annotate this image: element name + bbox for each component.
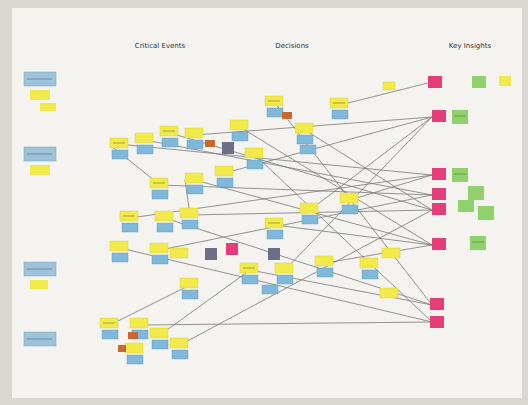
column-heading: Key Insights <box>447 42 493 50</box>
column-heading: Decisions <box>273 42 310 50</box>
column-heading: Critical Events <box>133 42 187 50</box>
connector-strings <box>110 82 432 345</box>
sticky-notes <box>24 72 511 364</box>
handwriting-scribbles <box>27 79 484 339</box>
wall <box>12 8 522 398</box>
